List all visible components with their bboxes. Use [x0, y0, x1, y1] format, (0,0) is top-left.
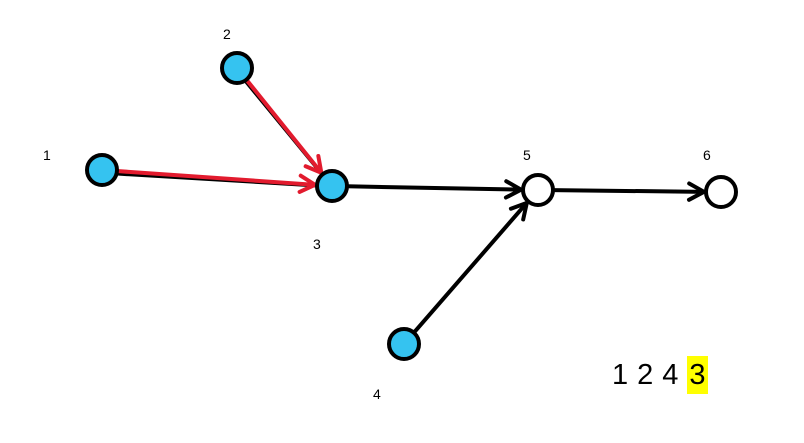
node-label-5: 5 [523, 147, 531, 163]
node-6 [704, 175, 738, 209]
edge-1-3 [114, 169, 318, 194]
node-label-3: 3 [313, 236, 321, 252]
sequence-item-2: 4 [662, 359, 679, 391]
sequence-item-3: 3 [687, 356, 708, 394]
edge-3-5 [344, 179, 524, 200]
node-4 [387, 327, 421, 361]
node-5 [521, 173, 555, 207]
node-label-6: 6 [703, 147, 711, 163]
edge-5-6 [550, 181, 707, 202]
sequence-item-1: 2 [637, 359, 654, 391]
sequence-item-0: 1 [612, 359, 629, 391]
edge-2-3 [244, 77, 324, 176]
node-label-1: 1 [43, 147, 51, 163]
node-3 [315, 169, 349, 203]
node-label-2: 2 [223, 26, 231, 42]
node-label-4: 4 [373, 386, 381, 402]
node-2 [220, 51, 254, 85]
node-1 [85, 153, 119, 187]
edge-4-5 [411, 200, 529, 335]
